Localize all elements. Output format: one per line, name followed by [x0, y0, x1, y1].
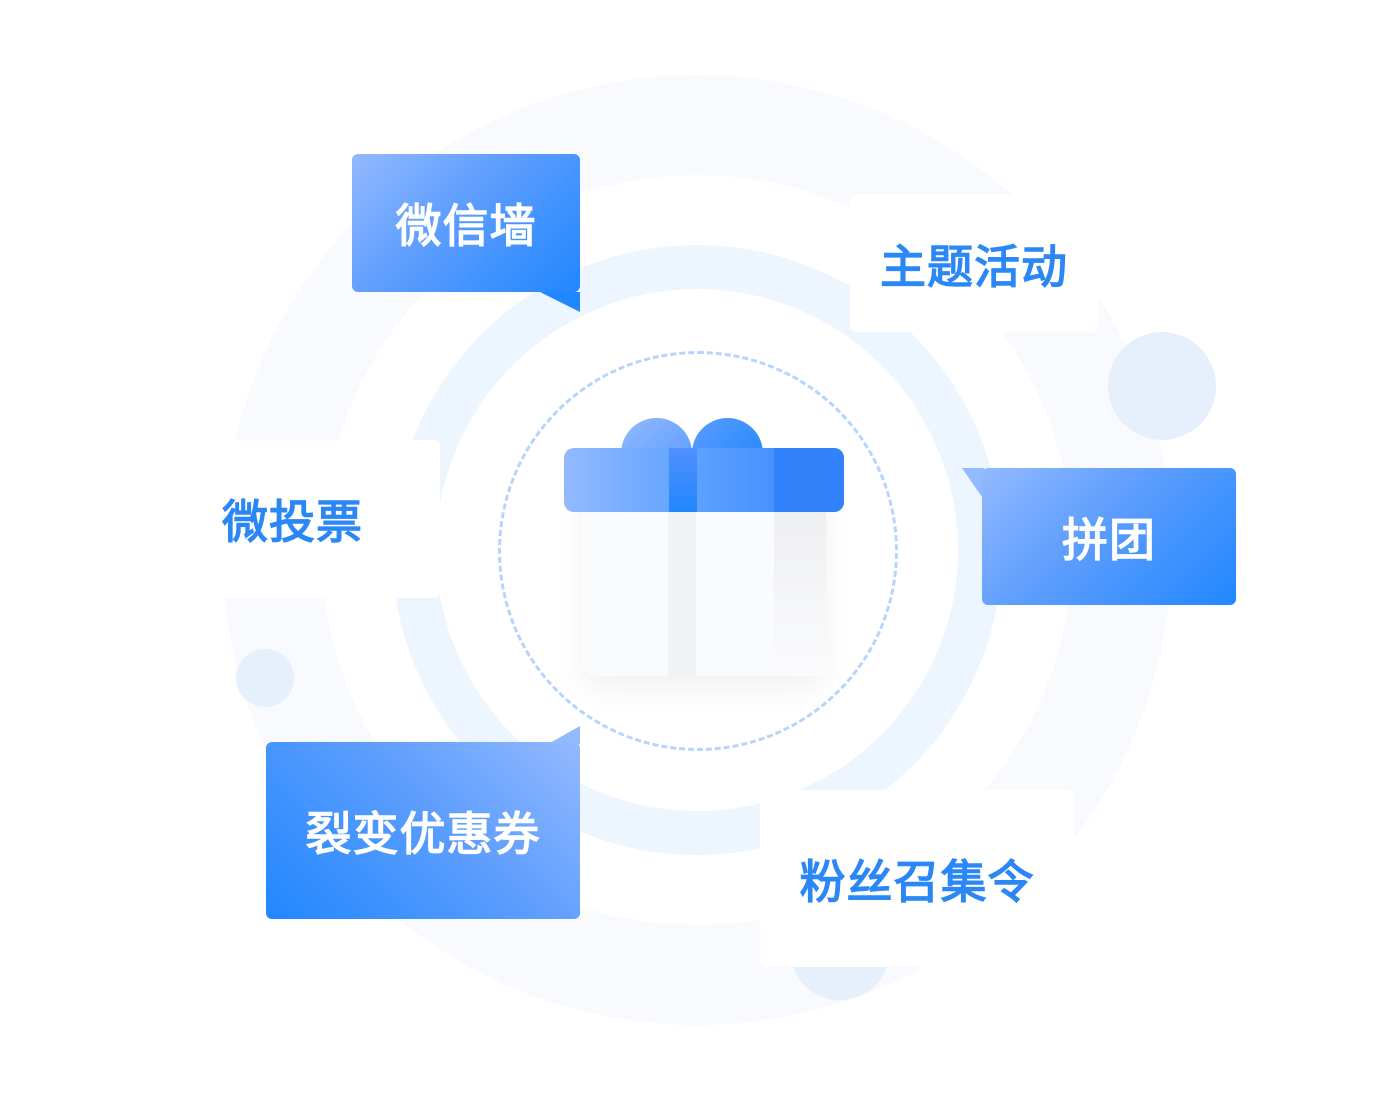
bubble-label: 微投票 [222, 495, 363, 549]
bubble-micro-vote[interactable]: 微投票 [200, 440, 440, 598]
bubble-tail [962, 468, 984, 500]
bubble-label: 主题活动 [880, 239, 1068, 294]
bubble-tail [548, 726, 580, 744]
bubble-label: 拼团 [1062, 512, 1156, 567]
bubble-tail [540, 292, 580, 312]
bubble-wechat-wall[interactable]: 微信墙 [352, 154, 580, 292]
bubble-label: 粉丝召集令 [799, 854, 1035, 909]
bubble-fission-coupon[interactable]: 裂变优惠券 [266, 742, 580, 919]
decor-dot [236, 649, 294, 707]
dashed-circle [498, 351, 898, 751]
decor-dot [1108, 332, 1216, 440]
bubble-theme-activity[interactable]: 主题活动 [850, 195, 1098, 332]
bubble-label: 裂变优惠券 [305, 806, 541, 861]
bubble-label: 微信墙 [395, 199, 537, 253]
bubble-group-buy[interactable]: 拼团 [982, 468, 1236, 605]
bubble-fan-rally[interactable]: 粉丝召集令 [760, 790, 1074, 967]
gift-icon [564, 418, 844, 678]
